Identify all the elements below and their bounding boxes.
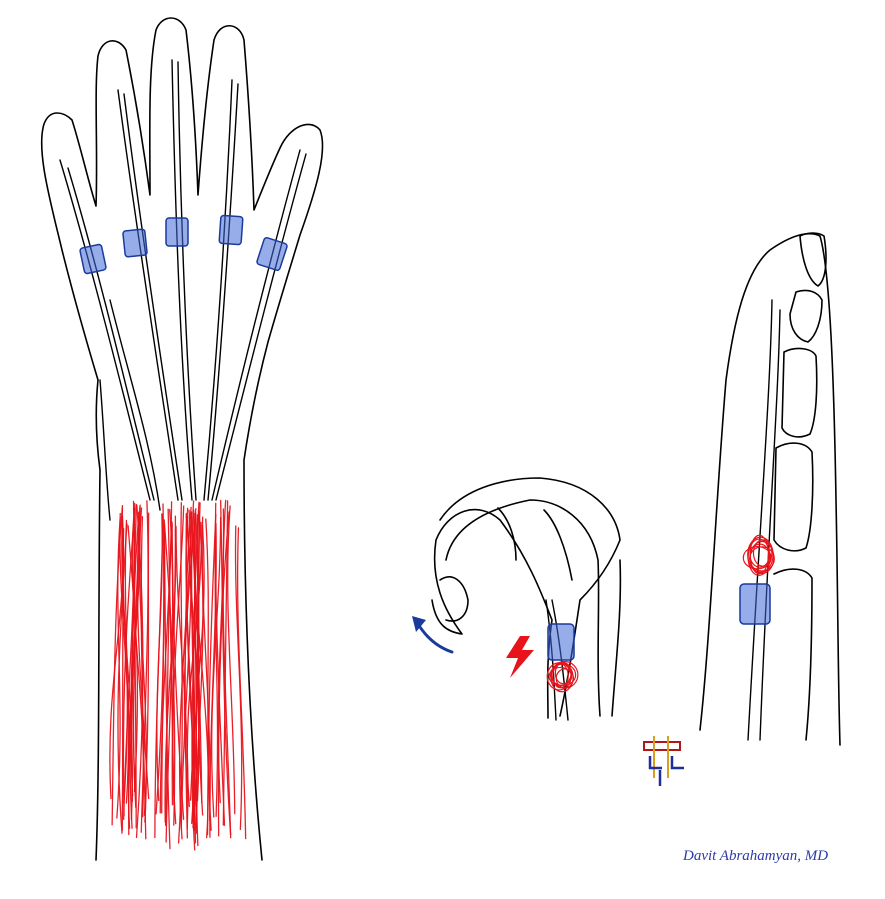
muscle-fiber (127, 511, 140, 836)
muscle-fiber (217, 511, 230, 837)
nodule-scribble (749, 543, 771, 568)
muscle-fiber (211, 516, 222, 818)
tendon-extra (109, 299, 161, 511)
monogram-icon (643, 736, 684, 786)
muscle-fiber (164, 521, 173, 827)
nodule-scribble (555, 668, 575, 689)
muscle-fiber (222, 500, 229, 826)
extended-finger-drawing (699, 232, 841, 746)
muscle-fiber (214, 502, 226, 826)
muscle-fiber (167, 508, 175, 806)
nodule-scribble (549, 663, 577, 687)
flexed-finger-drawing (412, 477, 622, 721)
muscle-fiber (163, 519, 176, 826)
tendon-little-inner (207, 83, 239, 501)
nodule-scribble (554, 661, 572, 685)
muscle-fiber (178, 511, 193, 840)
extended-finger-tendon-2 (759, 309, 781, 741)
extended-finger-bone-proximal (773, 442, 814, 552)
tendon-thumb (211, 149, 301, 501)
muscle-fiber (220, 499, 232, 836)
muscle-fiber (183, 508, 197, 801)
muscle-fiber (111, 504, 124, 826)
muscle-fiber (129, 507, 136, 829)
flexed-finger-inner-outline (445, 499, 601, 717)
flexed-finger-outline (431, 477, 621, 719)
muscle-fiber (140, 500, 149, 833)
muscle-fiber (123, 519, 128, 804)
tendon-little (203, 79, 233, 501)
muscle-fiber (140, 515, 147, 840)
tendon-index (59, 159, 151, 501)
extended-finger-bone-metacarpal (773, 568, 813, 741)
muscle-fiber (119, 512, 130, 804)
muscle-fiber (227, 505, 236, 815)
muscle-fiber (154, 513, 164, 839)
flexed-finger-back (611, 559, 622, 717)
tendon-index-inner (67, 167, 155, 501)
extended-finger-bone-middle (781, 347, 818, 438)
hand-outline (40, 17, 324, 861)
tendon-middle (117, 89, 179, 501)
muscle-fiber (117, 523, 128, 834)
muscle-fiber (161, 524, 166, 814)
tendon-middle-inner (123, 93, 183, 501)
muscle-fiber (177, 501, 183, 844)
pulley-little (218, 214, 244, 246)
tendon-thumb-inner (215, 153, 307, 501)
tendon-nodule-extended (742, 534, 775, 576)
flexed-finger-pulley (547, 623, 575, 661)
arrow-head (412, 616, 426, 632)
muscle-fiber (195, 512, 204, 816)
muscle-fiber (186, 521, 202, 808)
muscle-fiber (234, 525, 243, 830)
forearm-muscle-bellies (109, 499, 247, 851)
hand-forearm-drawing (40, 17, 324, 861)
flexed-finger-joint-1 (497, 507, 517, 561)
muscle-fiber (201, 516, 211, 822)
tendon-ring-inner (177, 61, 197, 501)
extended-finger-bone-distal (789, 289, 823, 343)
extended-finger-tendon (747, 299, 773, 741)
pulley-ring (165, 217, 189, 247)
extended-finger-pulley (739, 583, 771, 625)
nodule-scribble (742, 545, 772, 570)
author-signature: Davit Abrahamyan, MD (683, 848, 829, 864)
muscle-fiber (205, 518, 212, 831)
muscle-fiber (171, 523, 185, 820)
tendon-nodule (546, 660, 579, 693)
pulley-middle (122, 228, 148, 258)
muscle-fiber (222, 499, 232, 839)
curved-arrow-icon (416, 622, 454, 654)
tendon-extra-2 (99, 379, 111, 521)
muscle-fiber (138, 507, 148, 823)
muscle-fiber (193, 518, 209, 839)
nodule-scribble (747, 536, 774, 573)
extended-finger-outline (699, 232, 841, 746)
muscle-fiber (109, 515, 125, 800)
muscle-fiber (195, 510, 200, 847)
pulley-index (79, 243, 107, 275)
muscle-fiber (164, 528, 177, 823)
flexed-finger-nail (439, 576, 469, 622)
extended-finger-nail (799, 232, 827, 287)
tendon-ring (171, 59, 193, 501)
lightning-bolt-icon (506, 636, 534, 678)
pulley-thumb (256, 237, 288, 271)
flexed-finger-joint-2 (543, 509, 573, 581)
